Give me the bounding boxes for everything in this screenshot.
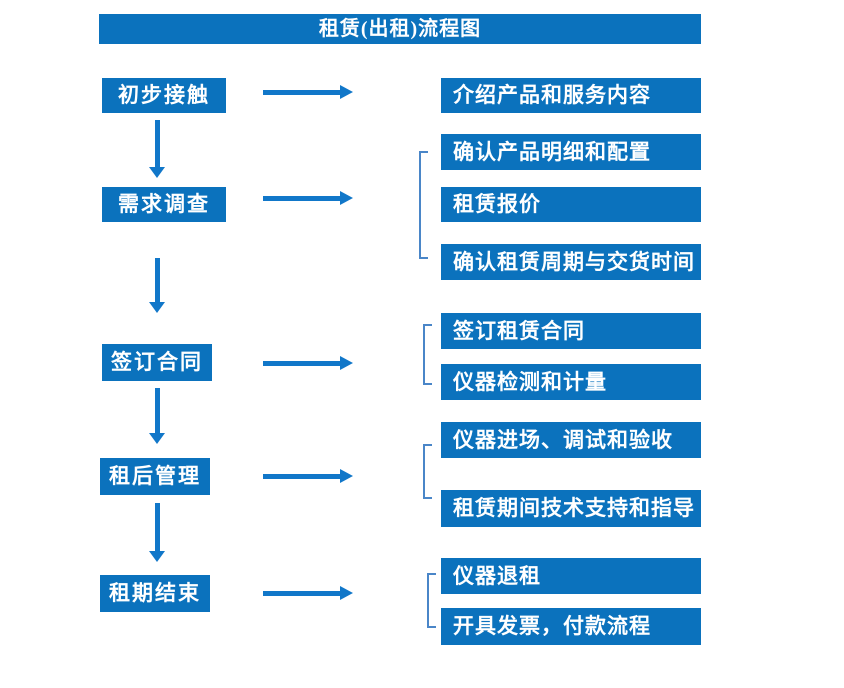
arrow-head [149, 167, 165, 178]
arrow-head [340, 586, 353, 600]
arrow-stem [263, 590, 340, 596]
step-box-demand-survey: 需求调查 [102, 187, 226, 222]
step-box-rental-end: 租期结束 [100, 575, 210, 612]
arrow-stem [154, 503, 160, 552]
arrow-stem [263, 360, 340, 366]
step-box-initial-contact: 初步接触 [102, 78, 226, 113]
arrow-right-icon-3 [263, 356, 353, 370]
arrow-stem [263, 195, 340, 201]
arrow-down-icon-1 [149, 120, 165, 178]
arrow-head [340, 356, 353, 370]
arrow-head [340, 85, 353, 99]
bracket-group-sign-contract [423, 324, 432, 385]
detail-box-confirm-rental-period-delivery: 确认租赁周期与交货时间 [441, 244, 701, 280]
arrow-right-icon-5 [263, 586, 353, 600]
detail-box-introduce-products-services: 介绍产品和服务内容 [441, 78, 701, 113]
arrow-stem [154, 258, 160, 303]
arrow-down-icon-3 [149, 388, 165, 444]
arrow-head [149, 302, 165, 313]
bracket-group-rental-end [427, 573, 436, 628]
step-box-post-rental-management: 租后管理 [100, 458, 210, 495]
arrow-stem [263, 473, 340, 479]
step-box-sign-contract: 签订合同 [102, 344, 212, 381]
arrow-stem [263, 89, 340, 95]
arrow-down-icon-4 [149, 503, 165, 562]
arrow-down-icon-2 [149, 258, 165, 313]
arrow-stem [154, 388, 160, 434]
detail-box-invoice-payment-process: 开具发票，付款流程 [441, 608, 701, 645]
arrow-right-icon-4 [263, 469, 353, 483]
arrow-head [149, 551, 165, 562]
bracket-group-post-rental [423, 444, 432, 499]
flowchart-title: 租赁(出租)流程图 [99, 14, 701, 44]
detail-box-sign-rental-contract: 签订租赁合同 [441, 313, 701, 349]
arrow-stem [154, 120, 160, 168]
arrow-right-icon-1 [263, 85, 353, 99]
detail-box-instrument-testing-metering: 仪器检测和计量 [441, 364, 701, 400]
detail-box-rental-quotation: 租赁报价 [441, 187, 701, 222]
arrow-head [340, 469, 353, 483]
detail-box-technical-support-during-rental: 租赁期间技术支持和指导 [441, 490, 701, 527]
detail-box-instrument-entry-debug-acceptance: 仪器进场、调试和验收 [441, 422, 701, 458]
detail-box-instrument-return: 仪器退租 [441, 558, 701, 594]
arrow-right-icon-2 [263, 191, 353, 205]
arrow-head [340, 191, 353, 205]
detail-box-confirm-product-details-config: 确认产品明细和配置 [441, 134, 701, 170]
bracket-group-demand-survey [419, 151, 428, 259]
arrow-head [149, 433, 165, 444]
